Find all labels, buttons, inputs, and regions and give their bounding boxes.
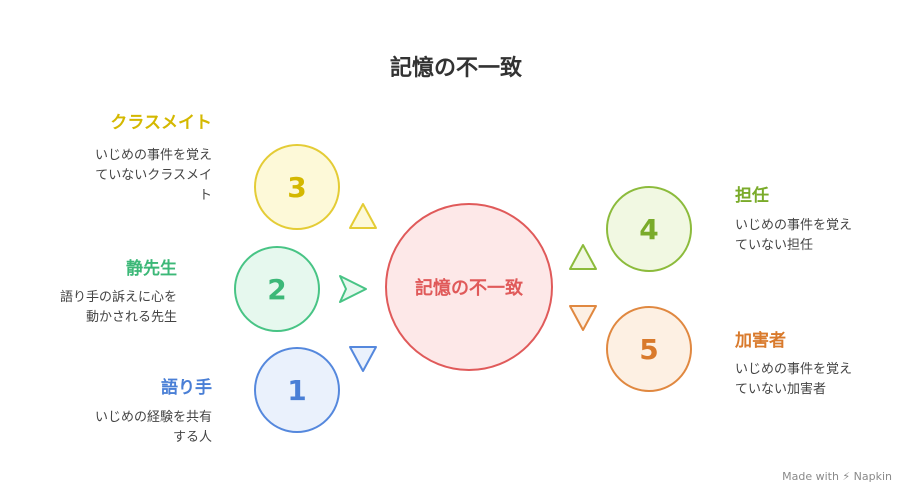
center-label: 記憶の不一致 bbox=[415, 278, 523, 299]
node-title-1: 語り手 bbox=[161, 378, 212, 398]
diagram-title: 記憶の不一致 bbox=[389, 56, 522, 81]
node-number-3: 3 bbox=[287, 170, 307, 204]
node-desc-5: いじめの事件を覚え ていない加害者 bbox=[735, 360, 852, 400]
node-title-3: クラスメイト bbox=[110, 113, 212, 133]
triangle-down-icon bbox=[349, 346, 377, 372]
node-desc-5-line1: いじめの事件を覚え bbox=[735, 362, 853, 377]
node-desc-2-line1: 語り手の訴えに心を bbox=[59, 290, 177, 305]
node-number-1: 1 bbox=[287, 373, 307, 407]
node-circle-2: 2 bbox=[234, 246, 320, 332]
node-desc-1-line1: いじめの経験を共有 bbox=[94, 410, 212, 425]
node-circle-5: 5 bbox=[606, 306, 692, 392]
node-desc-4: いじめの事件を覚え ていない担任 bbox=[735, 216, 852, 256]
node-desc-4-line2: ていない担任 bbox=[735, 238, 814, 253]
node-number-4: 4 bbox=[639, 212, 659, 246]
node-desc-3: いじめの事件を覚え ていないクラスメイ ト bbox=[95, 146, 212, 206]
triangle-down-icon-orange bbox=[569, 305, 597, 331]
node-desc-2: 語り手の訴えに心を 動かされる先生 bbox=[60, 288, 177, 328]
node-desc-5-line2: ていない加害者 bbox=[735, 382, 827, 397]
node-circle-4: 4 bbox=[606, 186, 692, 272]
node-desc-3-line1: いじめの事件を覚え bbox=[94, 148, 212, 163]
node-desc-2-line2: 動かされる先生 bbox=[85, 310, 177, 325]
node-title-4: 担任 bbox=[735, 186, 769, 206]
node-desc-3-line3: ト bbox=[198, 188, 212, 203]
triangle-right-icon bbox=[339, 275, 367, 303]
node-desc-1: いじめの経験を共有 する人 bbox=[95, 408, 212, 448]
node-desc-3-line2: ていないクラスメイ bbox=[95, 168, 212, 183]
node-number-2: 2 bbox=[267, 272, 287, 306]
triangle-up-icon-green bbox=[569, 244, 597, 270]
node-title-5: 加害者 bbox=[735, 331, 786, 351]
node-circle-3: 3 bbox=[254, 144, 340, 230]
node-title-2: 静先生 bbox=[126, 259, 177, 279]
center-circle: 記憶の不一致 bbox=[385, 203, 553, 371]
node-number-5: 5 bbox=[639, 332, 659, 366]
footer-credit: Made with ⚡ Napkin bbox=[782, 470, 892, 483]
node-desc-1-line2: する人 bbox=[172, 430, 212, 445]
node-circle-1: 1 bbox=[254, 347, 340, 433]
node-desc-4-line1: いじめの事件を覚え bbox=[735, 218, 853, 233]
triangle-up-icon bbox=[349, 203, 377, 229]
